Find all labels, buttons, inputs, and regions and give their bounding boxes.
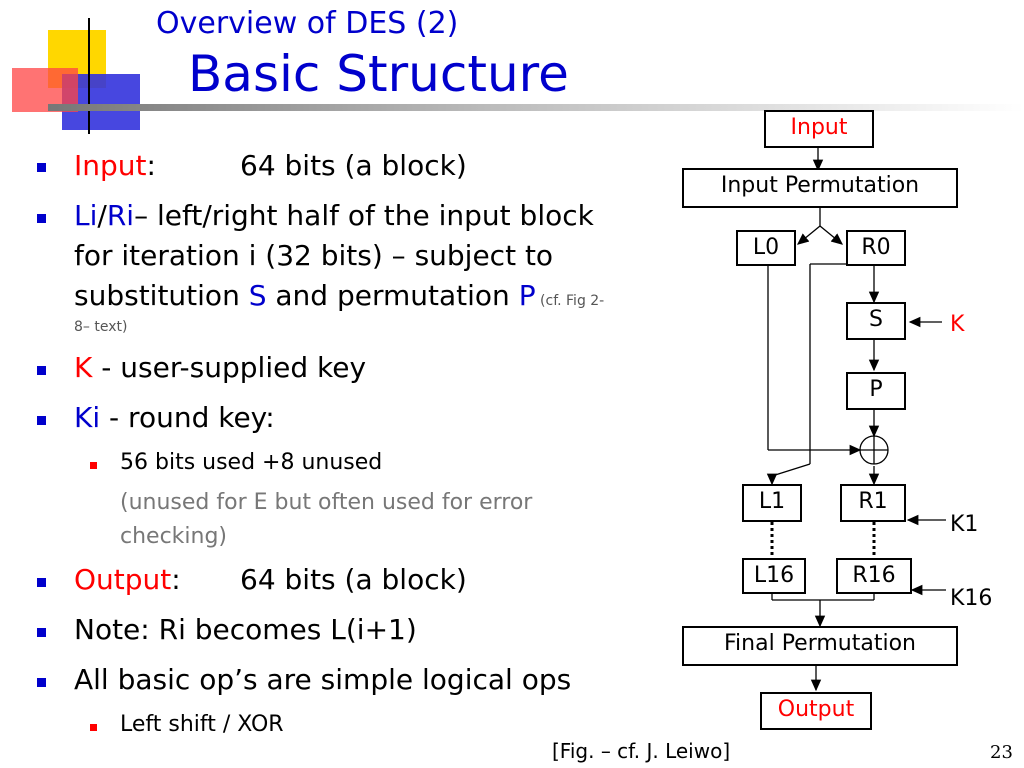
- diagram-input-permutation-box: Input Permutation: [682, 168, 958, 208]
- diagram-r16-box: R16: [836, 558, 912, 594]
- diagram-final-permutation-box: Final Permutation: [682, 626, 958, 666]
- output-term: Output: [74, 563, 172, 596]
- bullet-marker: [37, 366, 46, 375]
- diagram-input-box: Input: [764, 110, 874, 148]
- bullet-note: Note: Ri becomes L(i+1): [74, 613, 417, 646]
- liri-line3b: and permutation: [266, 279, 519, 312]
- bullet-k: K - user-supplied key: [74, 350, 366, 386]
- bullet-output: Output: 64 bits (a block): [74, 562, 467, 598]
- liri-line2: for iteration i (32 bits) – subject to: [74, 239, 554, 272]
- diagram-k-label: K: [950, 312, 965, 337]
- cf-note-b: 8– text): [74, 319, 128, 335]
- figure-citation: [Fig. – cf. J. Leiwo]: [552, 739, 731, 763]
- liri-line3: substitution S and permutation P (cf. Fi…: [74, 278, 604, 314]
- liri-line3a: substitution: [74, 279, 249, 312]
- bullet-ki: Ki - round key:: [74, 400, 275, 436]
- ri-term: Ri: [106, 199, 135, 232]
- bullet-ops: All basic op’s are simple logical ops: [74, 663, 572, 696]
- k-term: K: [74, 351, 93, 384]
- diagram-r1-box: R1: [840, 484, 906, 522]
- diagram-k1-label: K1: [950, 512, 979, 537]
- bullet-marker: [37, 416, 46, 425]
- sub-bullet-marker: [90, 724, 97, 731]
- diagram-s-box: S: [846, 302, 906, 340]
- k-rest: - user-supplied key: [92, 351, 367, 384]
- slide-title-line1: Overview of DES (2): [156, 6, 459, 41]
- diagram-output-box: Output: [760, 692, 872, 730]
- sub-bullet-note-line1: (unused for E but often used for error: [120, 490, 533, 515]
- output-value: 64 bits (a block): [240, 563, 467, 596]
- ki-rest: - round key:: [100, 401, 275, 434]
- diagram-p-box: P: [846, 372, 906, 410]
- des-structure-diagram: Input Input Permutation L0 R0 S K P L1 R…: [660, 104, 1024, 744]
- diagram-k16-label: K16: [950, 586, 993, 611]
- ki-term: Ki: [74, 401, 101, 434]
- p-term: P: [518, 279, 536, 312]
- diagram-connectors: [766, 146, 946, 692]
- page-number: 23: [990, 742, 1013, 763]
- diagram-l16-box: L16: [742, 558, 806, 594]
- cf-note-a: (cf. Fig 2-: [535, 293, 605, 309]
- xor-symbol: [859, 435, 889, 465]
- li-term: Li: [74, 199, 98, 232]
- sub-bullet-56bits: 56 bits used +8 unused: [120, 450, 383, 475]
- slide-title-line2: Basic Structure: [188, 45, 569, 103]
- slash: /: [97, 199, 107, 232]
- sub-bullet-note-line2: checking): [120, 524, 228, 549]
- diagram-r0-box: R0: [846, 230, 906, 266]
- bullet-marker: [37, 163, 46, 172]
- sub-bullet-leftshift: Left shift / XOR: [120, 712, 284, 737]
- bullet-marker: [37, 628, 46, 637]
- bullet-marker: [37, 678, 46, 687]
- diagram-l0-box: L0: [736, 230, 796, 266]
- bullet-input: Input: 64 bits (a block): [74, 148, 467, 184]
- diagram-l1-box: L1: [742, 484, 802, 522]
- liri-line1: – left/right half of the input block: [134, 199, 594, 232]
- input-term: Input: [74, 149, 147, 182]
- bullet-liri: Li/Ri– left/right half of the input bloc…: [74, 198, 594, 234]
- title-divider: [48, 104, 1024, 111]
- input-value: 64 bits (a block): [240, 149, 467, 182]
- bullet-marker: [37, 214, 46, 223]
- input-colon: :: [146, 149, 156, 182]
- bullet-marker: [37, 578, 46, 587]
- decorative-logo: [0, 0, 140, 140]
- sub-bullet-marker: [90, 462, 97, 469]
- output-colon: :: [171, 563, 181, 596]
- s-term: S: [248, 279, 267, 312]
